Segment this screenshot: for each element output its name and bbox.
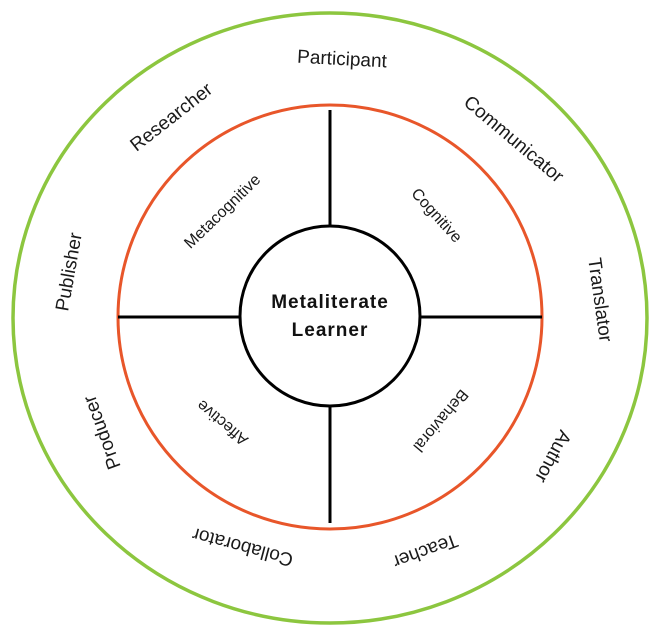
- role-researcher: Researcher: [127, 79, 218, 156]
- outer-ring: [11, 11, 649, 625]
- domain-cognitive: Cognitive: [408, 185, 465, 246]
- role-producer: Producer: [79, 392, 125, 472]
- role-teacher: Teacher: [389, 529, 460, 572]
- center-label-line1: Metaliterate: [271, 292, 389, 313]
- role-collaborator: Collaborator: [190, 523, 296, 570]
- domain-behavioral: Behavioral: [409, 386, 471, 455]
- role-publisher: Publisher: [52, 230, 87, 312]
- domain-affective: Affective: [194, 396, 252, 448]
- role-translator: Translator: [583, 256, 616, 344]
- role-participant: Participant: [297, 47, 388, 73]
- center-circle: [238, 224, 422, 408]
- domain-metacognitive: Metacognitive: [181, 171, 264, 252]
- center-label-line2: Learner: [292, 320, 369, 341]
- role-author: Author: [530, 427, 575, 487]
- role-communicator: Communicator: [459, 92, 568, 188]
